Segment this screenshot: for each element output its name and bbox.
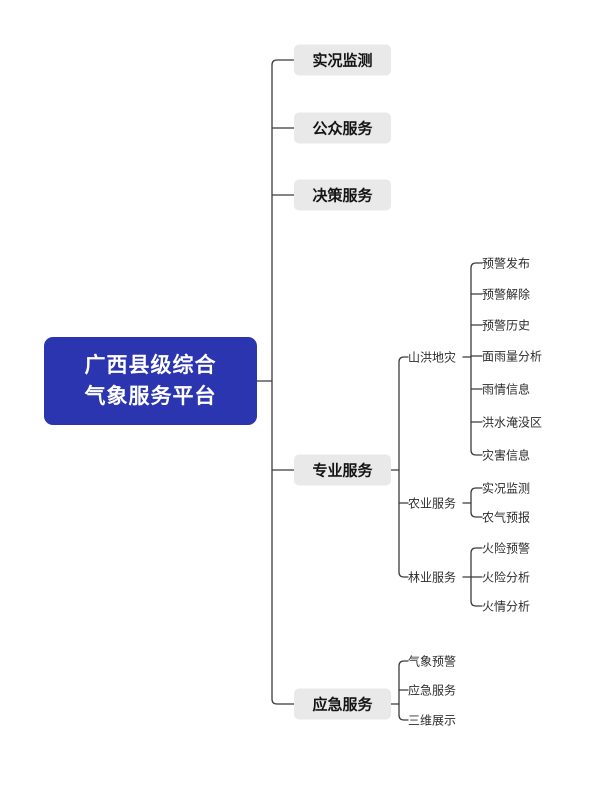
branch-label: 专业服务	[312, 462, 373, 480]
leaf-disaster-info: 灾害信息	[482, 448, 531, 463]
leaf-agro-forecast: 农气预报	[482, 510, 531, 525]
leaf-warning-lift: 预警解除	[482, 287, 531, 302]
branch-label: 决策服务	[312, 187, 373, 205]
branch-live-monitoring: 实况监测	[294, 44, 391, 76]
leaf-fire-situation-analysis: 火情分析	[482, 599, 531, 614]
branch-professional-service: 专业服务	[294, 454, 391, 486]
leaf-warning-history: 预警历史	[482, 318, 531, 333]
branch-label: 公众服务	[312, 120, 373, 138]
branch-decision-service: 决策服务	[294, 179, 391, 211]
sub-branch-forestry: 林业服务	[408, 570, 457, 585]
leaf-fire-risk-analysis: 火险分析	[482, 570, 531, 585]
branch-public-service: 公众服务	[294, 112, 391, 144]
branch-label: 实况监测	[312, 52, 373, 70]
root-node-label-line2: 气象服务平台	[84, 385, 217, 408]
leaf-flood-inundation: 洪水淹没区	[482, 415, 543, 430]
leaf-emergency-service: 应急服务	[408, 683, 457, 698]
root-node-label-line1: 广西县级综合	[84, 353, 217, 377]
branch-label: 应急服务	[312, 696, 373, 714]
leaf-live-monitoring: 实况监测	[482, 481, 531, 496]
leaf-fire-risk-warning: 火险预警	[482, 541, 531, 556]
leaf-3d-display: 三维展示	[408, 713, 457, 728]
root-node: 广西县级综合 气象服务平台	[44, 337, 257, 425]
sub-branch-mountain-flood: 山洪地灾	[408, 350, 457, 365]
leaf-warning-publish: 预警发布	[482, 256, 531, 271]
leaf-rain-info: 雨情信息	[482, 382, 531, 397]
branch-emergency-service: 应急服务	[294, 688, 391, 720]
sub-branch-agriculture: 农业服务	[408, 496, 457, 511]
leaf-areal-rain-analysis: 面雨量分析	[482, 349, 543, 364]
leaf-weather-warning: 气象预警	[408, 654, 457, 669]
